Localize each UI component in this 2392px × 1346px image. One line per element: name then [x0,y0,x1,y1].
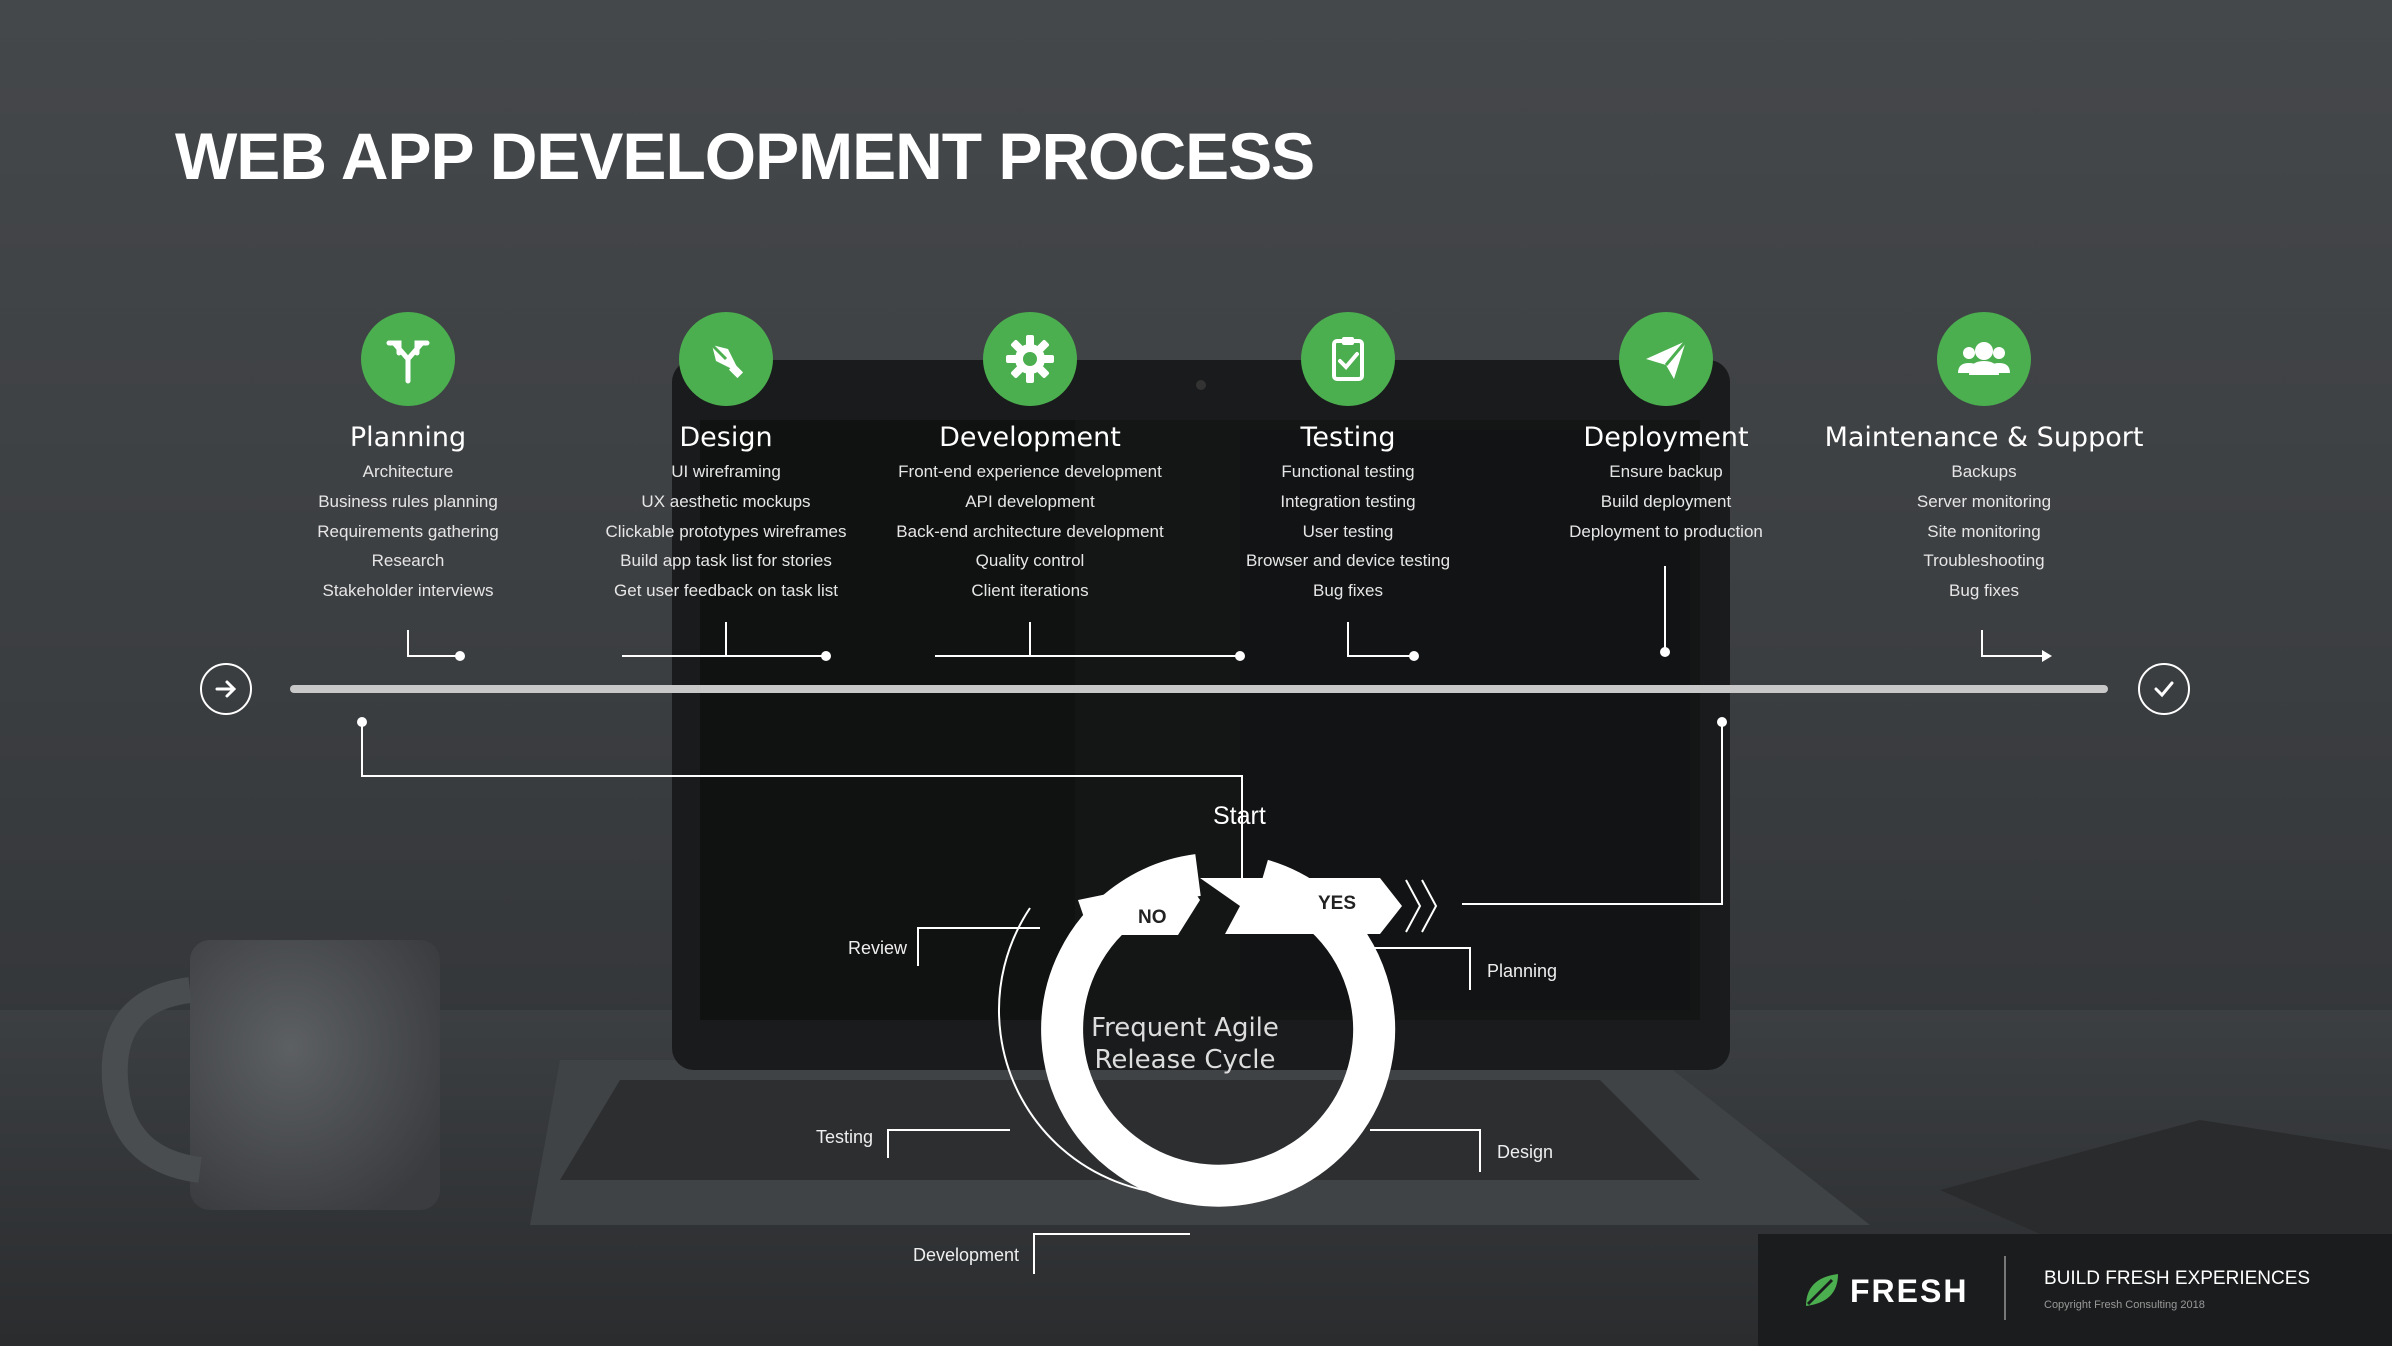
stage-item: Architecture [362,462,454,481]
stage-item: Stakeholder interviews [322,581,494,601]
stage-name: Development [939,422,1121,453]
footer-copyright: Copyright Fresh Consulting 2018 [2044,1299,2205,1311]
cycle-center-text: Frequent Agile Release Cycle [1091,1013,1279,1075]
stage-item: User testing [1302,521,1394,541]
connector-testing [1347,622,1414,657]
cycle-label-design: Design [1497,1142,1554,1162]
stage-design: Design UI wireframing UX aesthetic mocku… [546,312,906,606]
chevron-icon [1421,879,1438,933]
gear-icon [983,312,1077,406]
timeline-bar [290,685,2108,693]
stage-item: UI wireframing [671,462,781,481]
stage-item: Troubleshooting [1923,551,2045,571]
stage-item: Deployment to production [1569,521,1763,541]
stage-name: Deployment [1583,422,1749,453]
stage-item: Quality control [975,551,1085,571]
start-label: Start [1213,802,1266,830]
clipboard-check-icon [1301,312,1395,406]
cycle-label-planning: Planning [1487,961,1558,981]
pen-nib-icon [679,312,773,406]
stage-item: Browser and device testing [1245,551,1451,571]
no-arrow-shape [1078,878,1200,935]
stage-item: Bug fixes [1949,581,2019,601]
stage-item: Server monitoring [1916,491,2052,511]
connector-review [917,927,1040,966]
cycle-label-testing: Testing [816,1127,874,1147]
stage-name: Design [679,422,773,453]
stage-maintenance-support: Maintenance & Support Backups Server mon… [1804,312,2164,606]
page-title: WEB APP DEVELOPMENT PROCESS [175,119,1315,193]
stage-item: Back-end architecture development [896,521,1164,541]
stage-item: Requirements gathering [317,521,499,541]
stage-name: Planning [349,422,467,453]
connector-testing-cycle [887,1129,1010,1158]
brand-name: FRESH [1850,1273,1969,1309]
stage-deployment: Deployment Ensure backup Build deploymen… [1486,312,1846,546]
stage-item: Ensure backup [1609,462,1723,481]
stage-planning: Planning Architecture Business rules pla… [228,312,588,606]
stage-item: Business rules planning [318,491,498,511]
cycle-ring [1041,854,1396,1207]
connector-development [935,622,1240,657]
arrow-right-circle-icon [200,663,252,715]
stage-name: Testing [1300,422,1396,453]
stage-item: UX aesthetic mockups [641,491,811,511]
stage-item: Build deployment [1600,491,1732,511]
stage-development: Development Front-end experience develop… [850,312,1210,606]
connector-design-cycle [1370,1129,1481,1172]
connector-yes [1462,722,1723,905]
stage-item: Get user feedback on task list [614,581,838,601]
connector-planning-cycle [1360,947,1471,990]
connector-start [361,722,1243,928]
chevron-icon [1405,879,1422,933]
stage-item: Research [371,551,445,571]
yes-arrow-shape [1200,878,1402,934]
stage-item: Site monitoring [1927,521,2041,541]
stage-item: Clickable prototypes wireframes [605,521,847,541]
no-label: NO [1138,907,1167,928]
connector-design [622,622,826,657]
connector-maintenance [1981,630,2042,657]
stage-item: Backups [1951,462,2017,481]
stage-item: Build app task list for stories [620,551,832,571]
footer-divider [2004,1256,2006,1320]
fork-arrow-icon [361,312,455,406]
fresh-leaf-logo-icon [1806,1274,1838,1306]
cycle-label-review: Review [848,938,908,958]
stage-item: Bug fixes [1313,581,1383,601]
stage-item: Integration testing [1280,491,1416,511]
footer-panel [1758,1234,2392,1346]
stage-item: Front-end experience development [898,462,1162,481]
stage-item: Client iterations [971,581,1089,601]
paper-plane-icon [1619,312,1713,406]
users-group-icon [1937,312,2031,406]
cycle-label-development: Development [913,1245,1020,1265]
check-circle-icon [2138,663,2190,715]
connector-planning [407,630,460,657]
stage-item: Functional testing [1281,462,1415,481]
yes-label: YES [1318,893,1357,914]
stage-testing: Testing Functional testing Integration t… [1168,312,1528,606]
footer-tagline: BUILD FRESH EXPERIENCES [2044,1268,2311,1289]
connector-development-cycle [1033,1233,1190,1274]
stage-name: Maintenance & Support [1824,422,2144,453]
stage-item: API development [965,491,1095,511]
